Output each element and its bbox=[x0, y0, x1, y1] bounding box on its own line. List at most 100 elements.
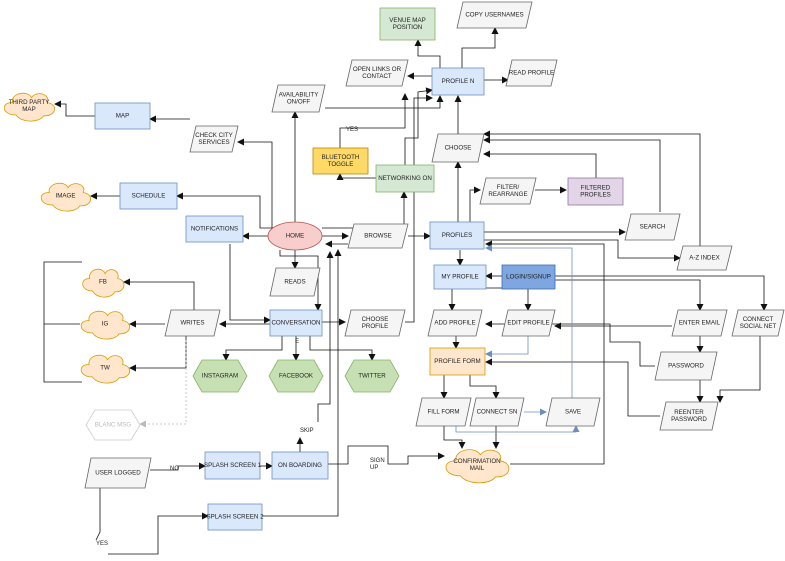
edge-notifications-conversation bbox=[229, 244, 271, 324]
node-label-search: SEARCH bbox=[640, 224, 666, 231]
node-label-edit-profile: EDIT PROFILE bbox=[507, 320, 549, 327]
edge-networking-profile-n bbox=[404, 87, 433, 168]
node-my-profile: MY PROFILE bbox=[433, 264, 487, 290]
node-password: PASSWORD bbox=[654, 351, 718, 381]
node-label-twitter: TWITTER bbox=[358, 373, 386, 380]
node-label-reads: READS bbox=[284, 279, 305, 286]
node-label-filter-rearrange: FILTER/ bbox=[497, 184, 520, 191]
edge-label-no: NO bbox=[170, 466, 179, 472]
node-label-reenter-password: REENTER bbox=[674, 409, 704, 416]
node-label-venue-map-position: VENUE MAP bbox=[389, 17, 425, 24]
node-label-instagram: INSTAGRAM bbox=[202, 373, 238, 380]
edge-home-networking bbox=[322, 191, 408, 229]
edge-availability-profile-n bbox=[325, 95, 444, 109]
node-fb: FB bbox=[82, 268, 125, 298]
node-label-browse: BROWSE bbox=[364, 233, 392, 240]
edges bbox=[43, 27, 768, 555]
node-a-z-index: A-Z INDEX bbox=[676, 245, 733, 271]
edges-accent bbox=[139, 244, 580, 433]
node-filter-rearrange: FILTER/REARRANGE bbox=[479, 177, 537, 205]
node-label-image: IMAGE bbox=[56, 193, 76, 200]
node-label-bluetooth-toggle: BLUETOOTH bbox=[322, 154, 360, 161]
edge-fill-save bbox=[455, 425, 580, 433]
edge-bluetooth-yes bbox=[339, 93, 409, 148]
edge-writes-blanc bbox=[139, 340, 187, 428]
node-ig: IG bbox=[80, 310, 130, 340]
node-search: SEARCH bbox=[624, 213, 681, 241]
node-profile-form: PROFILE FORM bbox=[429, 347, 486, 376]
node-home: HOME bbox=[267, 221, 323, 251]
node-label-password: PASSWORD bbox=[668, 363, 704, 370]
node-read-profile: READ PROFILE bbox=[505, 59, 558, 87]
node-label-enter-email: ENTER EMAIL bbox=[679, 320, 721, 327]
node-tw: TW bbox=[80, 354, 130, 384]
edge-profile-n-venue bbox=[414, 39, 441, 68]
node-fill-form: FILL FORM bbox=[415, 397, 472, 427]
node-label-check-city-services: CHECK CITY bbox=[195, 132, 232, 139]
node-label-map: MAP bbox=[116, 113, 129, 120]
edge-label-e: E bbox=[295, 339, 299, 345]
edge-login-connect-social bbox=[555, 275, 768, 311]
node-label-conversation: CONVERSATION bbox=[271, 320, 320, 327]
node-choose: CHOOSE bbox=[431, 133, 485, 163]
edge-home-check-city bbox=[237, 138, 280, 229]
edge-skip-home bbox=[317, 251, 334, 422]
edge-profiles-az bbox=[484, 239, 681, 262]
edge-conv-instagram bbox=[222, 336, 283, 361]
node-browse: BROWSE bbox=[347, 223, 409, 249]
node-facebook: FACEBOOK bbox=[268, 359, 324, 393]
node-label-fb: FB bbox=[99, 279, 107, 286]
node-connect-sn: CONNECT SN bbox=[469, 397, 525, 427]
node-label-reenter-password: PASSWORD bbox=[671, 416, 707, 423]
node-login-signup: LOGIN/SIGNUP bbox=[501, 264, 556, 290]
node-on-boarding: ON BOARDING bbox=[271, 451, 329, 480]
edge-writes-fb bbox=[123, 278, 195, 310]
edge-profile-n-copy bbox=[461, 27, 499, 68]
node-label-ig: IG bbox=[102, 321, 109, 328]
edge-conv-twitter bbox=[309, 336, 376, 361]
node-map: MAP bbox=[94, 102, 151, 130]
edge-user-logged-no bbox=[150, 462, 206, 471]
node-label-on-boarding: ON BOARDING bbox=[278, 462, 322, 469]
node-splash-screen-1: SPLASH SCREEN 1 bbox=[204, 451, 262, 480]
edge-networking-bluetooth bbox=[336, 173, 376, 180]
node-label-profile-form: PROFILE FORM bbox=[434, 358, 480, 365]
node-writes: WRITES bbox=[164, 309, 221, 337]
node-label-read-profile: READ PROFILE bbox=[509, 70, 554, 77]
edge-writes-tw bbox=[129, 336, 187, 372]
node-label-my-profile: MY PROFILE bbox=[441, 274, 478, 281]
node-label-connect-social-net: SOCIAL NET bbox=[740, 323, 777, 330]
node-label-check-city-services: SERVICES bbox=[198, 139, 229, 146]
edge-edit-form bbox=[485, 336, 529, 358]
edge-login-enter-email bbox=[555, 279, 704, 311]
edge-home-schedule bbox=[176, 192, 272, 229]
node-label-profiles: PROFILES bbox=[442, 232, 473, 239]
edge-choose-profile-profile-n bbox=[405, 94, 433, 323]
edge-onboarding-sign-up bbox=[328, 445, 445, 465]
edge-label-sign-up: UP bbox=[370, 465, 378, 471]
edge-profiles-filter bbox=[469, 186, 481, 222]
node-label-availability: ON/OFF bbox=[287, 99, 311, 106]
node-blanc-msg: BLANC MSG bbox=[85, 409, 141, 441]
edge-form-connect-sn bbox=[469, 375, 500, 399]
edge-label-yes-bt: YES bbox=[346, 127, 358, 133]
edge-yes-splash2 bbox=[108, 512, 209, 555]
edge-label-yes: YES bbox=[96, 541, 108, 547]
node-conversation: CONVERSATION bbox=[269, 309, 323, 337]
edge-password-add bbox=[485, 320, 655, 367]
node-save: SAVE bbox=[545, 397, 601, 427]
node-label-choose-profile: PROFILE bbox=[362, 323, 388, 330]
node-label-choose-profile: CHOOSE bbox=[362, 316, 389, 323]
node-label-blanc-msg: BLANC MSG bbox=[95, 422, 132, 429]
edge-confirm-profiles bbox=[485, 240, 605, 465]
